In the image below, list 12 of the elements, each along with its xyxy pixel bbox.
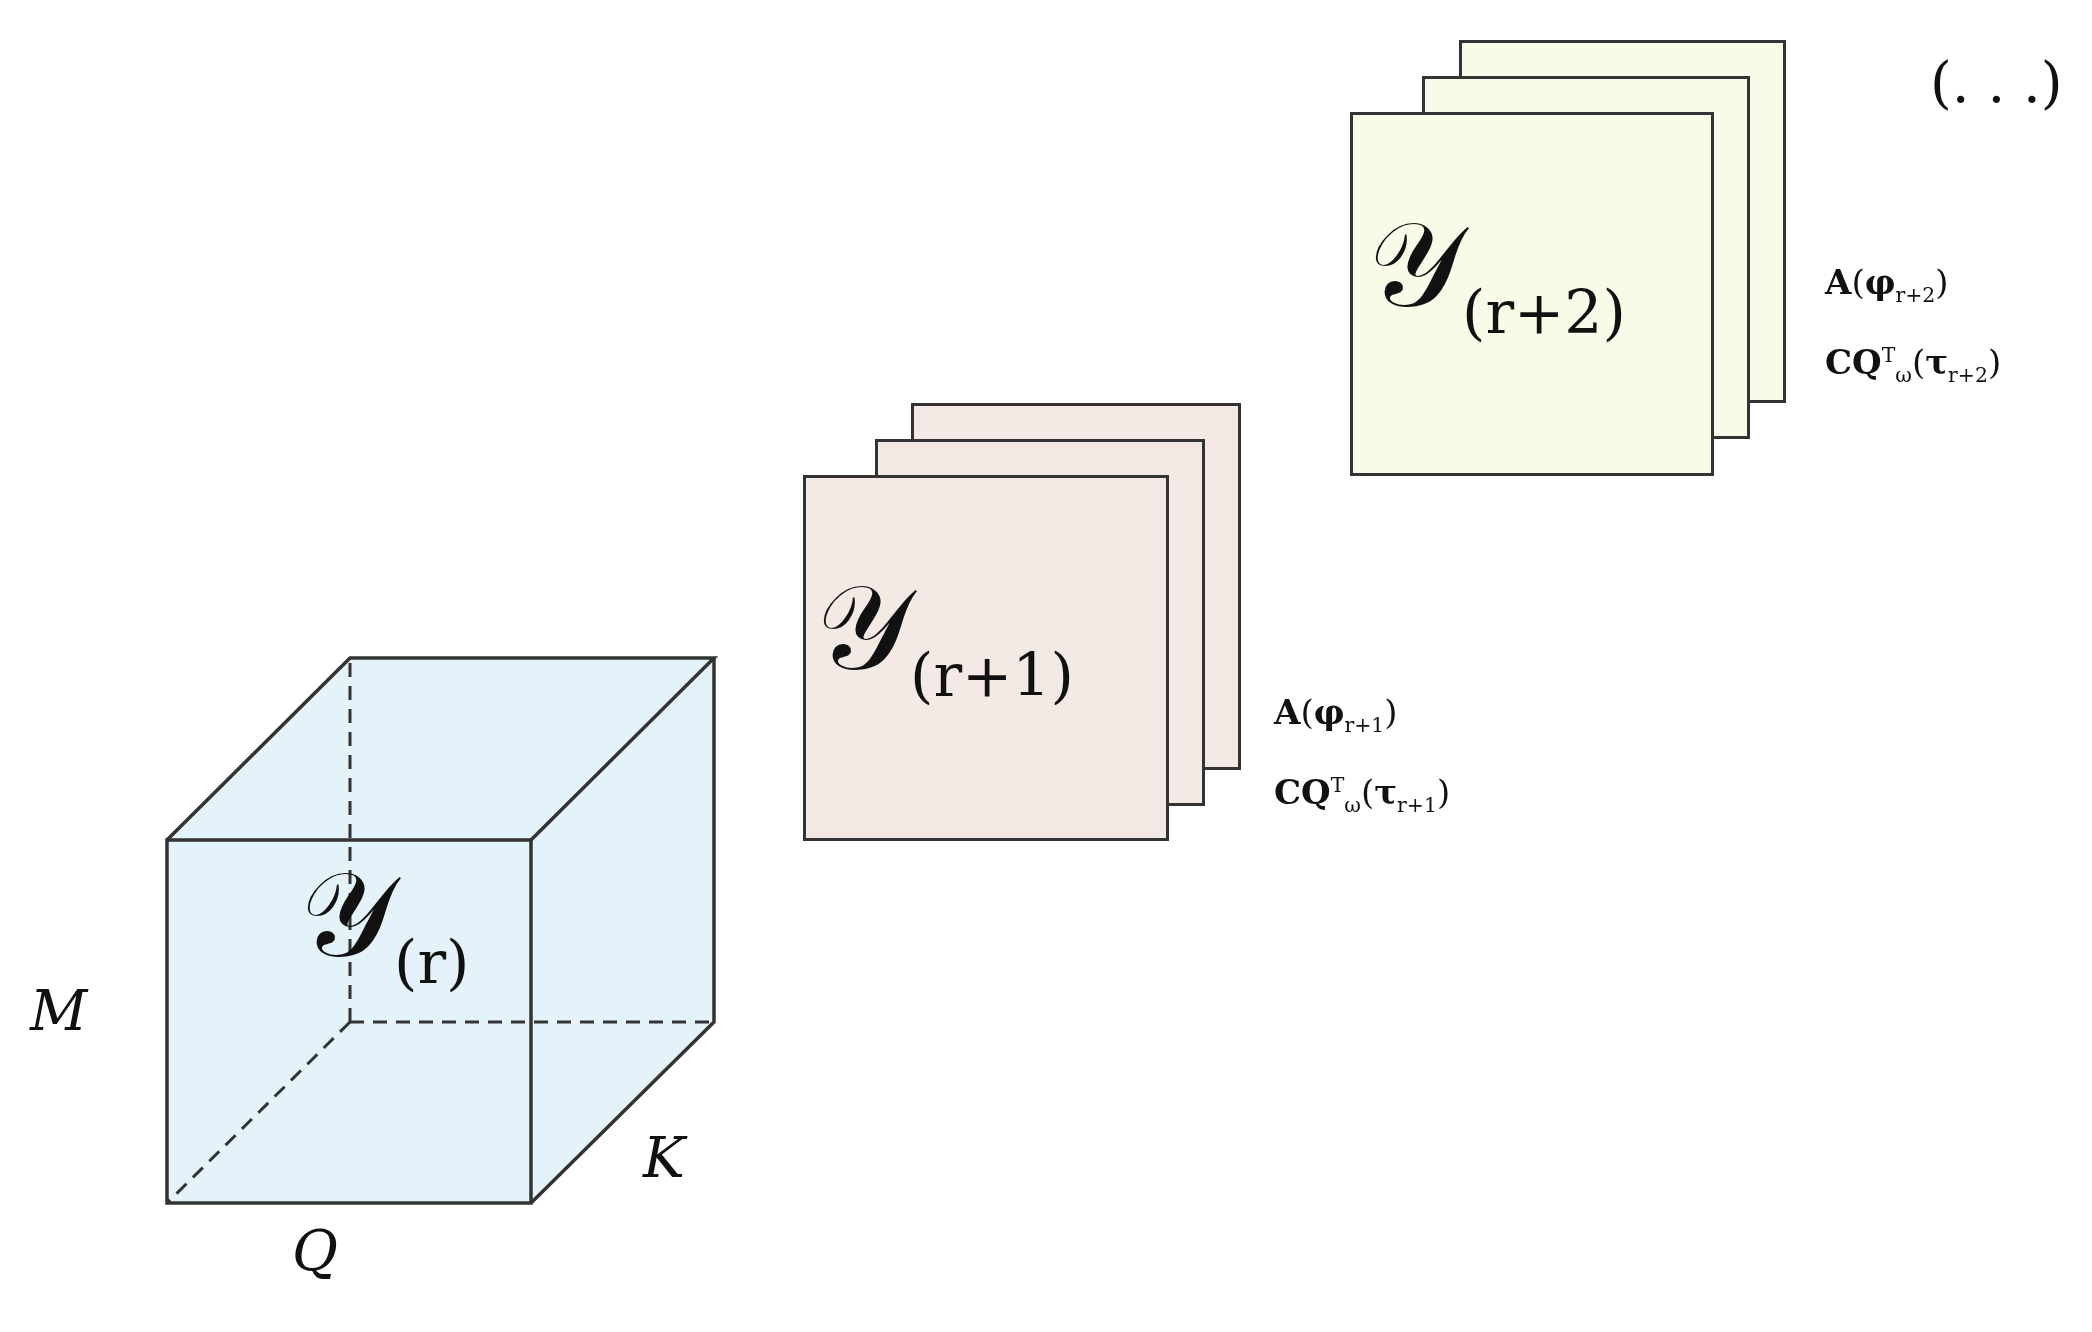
formula-label: CQ$^{T}$$_{ω}$(τ$_{r+2}$) — [1825, 342, 2002, 387]
matrix-slice — [1350, 112, 1714, 476]
dimension-label: M — [30, 978, 88, 1043]
formula-label: A(φ$_{r+1}$) — [1274, 692, 1398, 737]
tensor-symbol: 𝒴$_{(r+1)}$ — [816, 568, 1074, 705]
formula-label: CQ$^{T}$$_{ω}$(τ$_{r+1}$) — [1274, 772, 1451, 817]
matrix-slice — [803, 475, 1169, 841]
ellipsis-label: (. . .) — [1930, 50, 2063, 115]
formula-label: A(φ$_{r+2}$) — [1825, 262, 1949, 307]
tensor-symbol: 𝒴$_{(r)}$ — [300, 855, 470, 992]
tensor-symbol: 𝒴$_{(r+2)}$ — [1368, 205, 1626, 342]
dimension-label: Q — [292, 1218, 338, 1283]
